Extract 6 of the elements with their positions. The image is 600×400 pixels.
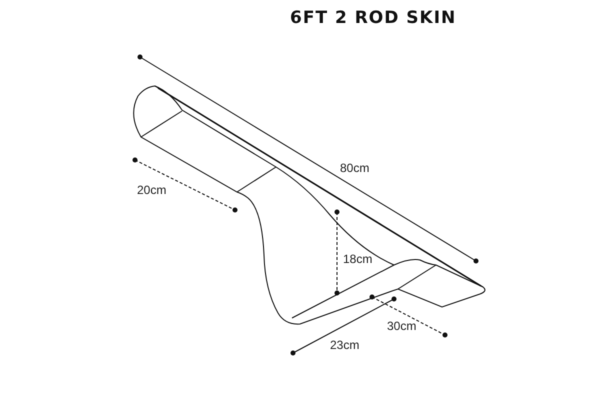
dimension-label: 30cm [387,319,416,333]
title: 6FT 2 ROD SKIN [290,8,456,28]
dimension-label: 18cm [343,252,372,266]
dimension-label: 23cm [330,338,360,352]
dimension-label: 80cm [340,161,370,175]
dimension-label: 20cm [137,183,166,197]
